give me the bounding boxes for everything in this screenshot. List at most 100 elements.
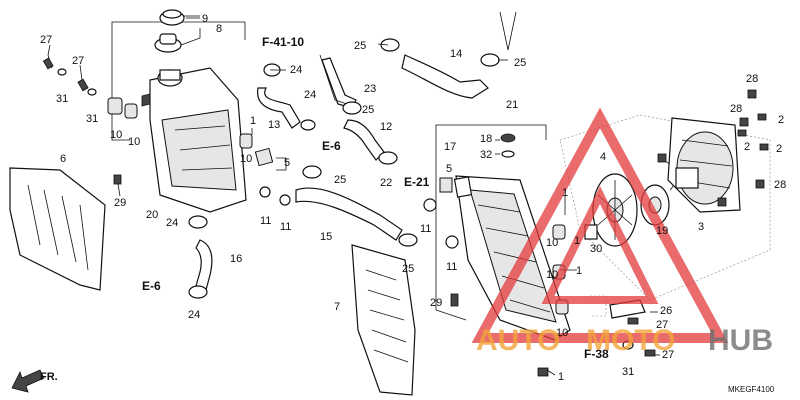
reservoir-cap: [159, 9, 200, 26]
callout-7: 7: [334, 301, 340, 313]
callout-25: 25: [354, 40, 366, 52]
hose-clamp: [188, 215, 208, 229]
callout-2: 2: [778, 114, 784, 126]
callout-29: 29: [430, 297, 442, 309]
callout-labels: 27 31 27 31 9 8 24 10 10 10 13 24 1 5 6 …: [40, 13, 786, 394]
radiator-shroud-right: [351, 244, 416, 396]
callout-10: 10: [128, 136, 140, 148]
callout-11: 11: [260, 215, 271, 227]
bolt: [739, 117, 749, 127]
bracket-line: [435, 128, 467, 321]
callout-17: 17: [444, 141, 456, 153]
hose: [401, 54, 489, 99]
grommet: [552, 224, 566, 240]
bushing: [445, 235, 459, 249]
bolt: [627, 317, 639, 325]
callout-26: 26: [660, 305, 672, 317]
callout-29: 29: [114, 197, 126, 209]
collar: [439, 177, 453, 193]
ref-f-38: F-38: [584, 347, 609, 361]
callout-27: 27: [656, 319, 668, 331]
callout-11: 11: [420, 223, 431, 235]
watermark-text: AUTO MOTO HUB: [476, 324, 773, 357]
callout-10: 10: [556, 327, 568, 339]
callout-24: 24: [290, 64, 302, 76]
callout-2: 2: [776, 143, 782, 155]
callout-25: 25: [514, 57, 526, 69]
callout-28: 28: [730, 103, 742, 115]
callout-24: 24: [188, 309, 200, 321]
callout-11: 11: [446, 261, 457, 273]
callout-15: 15: [320, 231, 332, 243]
bolt: [755, 179, 765, 189]
grommet: [124, 103, 138, 119]
hose: [343, 119, 385, 161]
callout-19: 19: [656, 225, 668, 237]
callout-14: 14: [450, 48, 462, 60]
callout-1: 1: [574, 235, 580, 247]
callout-5: 5: [446, 163, 452, 175]
radiator-cap: [154, 28, 201, 53]
callout-1: 1: [250, 115, 256, 127]
watermark-text-hub: HUB: [708, 324, 773, 357]
hose-clamp: [380, 38, 400, 52]
collar: [254, 147, 274, 167]
hose-clamp: [302, 165, 322, 179]
callout-3: 3: [698, 221, 704, 233]
hose-clamp: [398, 233, 418, 247]
hose: [256, 87, 301, 129]
callout-31: 31: [622, 366, 634, 378]
callout-1: 1: [558, 371, 564, 383]
callout-23: 23: [364, 83, 376, 95]
callout-31: 31: [56, 93, 68, 105]
bolt: [747, 89, 757, 99]
hose-clamp: [480, 53, 500, 67]
callout-27: 27: [662, 349, 674, 361]
callout-25: 25: [402, 263, 414, 275]
callout-11: 11: [280, 221, 291, 233]
callout-6: 6: [60, 153, 66, 165]
callout-4: 4: [600, 151, 606, 163]
callout-28: 28: [746, 73, 758, 85]
hose-clamp: [378, 151, 398, 165]
bolt: [77, 78, 97, 96]
ref-f-41-10: F-41-10: [262, 35, 304, 49]
ref-e-21: E-21: [404, 175, 430, 189]
fan-shroud: [667, 117, 741, 213]
callout-5: 5: [284, 157, 290, 169]
watermark-text-moto: MOTO: [586, 324, 675, 357]
callout-20: 20: [146, 209, 158, 221]
o-ring: [501, 150, 515, 158]
front-arrow-icon: [11, 369, 45, 393]
bushing: [259, 186, 271, 198]
hose-clamp: [188, 285, 208, 299]
grommet: [239, 133, 253, 149]
callout-24: 24: [304, 89, 316, 101]
callout-9: 9: [202, 13, 208, 25]
bracket-line: [435, 124, 547, 140]
bolt: [644, 349, 656, 357]
bushing: [279, 194, 291, 206]
callout-2: 2: [744, 141, 750, 153]
callout-27: 27: [40, 34, 52, 46]
screw: [450, 293, 459, 307]
leader-lines: [47, 17, 660, 376]
grommet: [107, 97, 123, 115]
hose: [195, 239, 213, 291]
callout-25: 25: [362, 104, 374, 116]
callout-27: 27: [72, 55, 84, 67]
callout-13: 13: [268, 119, 280, 131]
reservoir-tank: [141, 67, 247, 213]
bolt: [757, 113, 767, 121]
watermark-text-auto: AUTO: [476, 324, 560, 357]
ref-e-6: E-6: [142, 279, 161, 293]
callout-10: 10: [240, 153, 252, 165]
callout-12: 12: [380, 121, 392, 133]
callout-1: 1: [562, 187, 568, 199]
watermark-logo: [471, 107, 729, 343]
callout-18: 18: [480, 133, 492, 145]
callout-28: 28: [774, 179, 786, 191]
front-label: FR.: [40, 371, 58, 383]
